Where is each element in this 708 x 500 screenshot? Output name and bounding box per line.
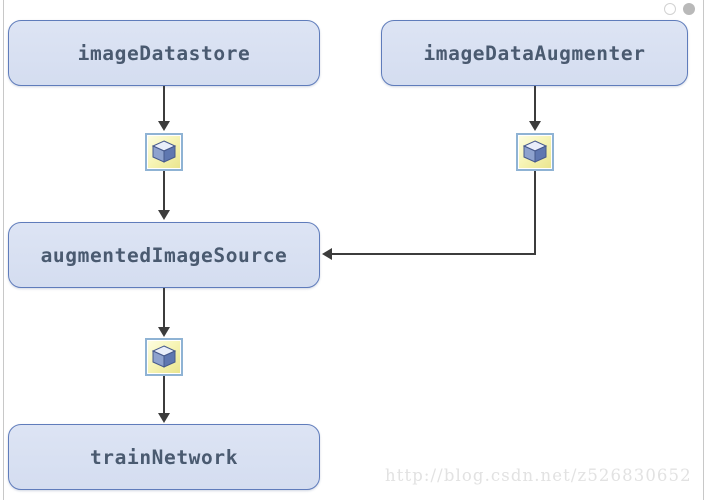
node-label: trainNetwork (89, 445, 239, 469)
arrowhead-down (529, 121, 541, 131)
cube-icon[interactable] (516, 133, 554, 171)
node-label: imageDatastore (77, 41, 251, 65)
arrowhead-left (322, 248, 332, 260)
connector-augmented-source-to-cube3 (162, 288, 166, 328)
watermark: http://blog.csdn.net/z526830652 (385, 466, 692, 485)
arrowhead-down (158, 121, 170, 131)
status-dot-filled[interactable] (683, 3, 695, 15)
arrowhead-down (158, 210, 170, 220)
connector-cube2-elbow-vertical (533, 171, 537, 255)
status-dot-hollow[interactable] (664, 3, 676, 15)
arrowhead-down (158, 413, 170, 423)
connector-augmenter-to-cube2 (533, 86, 537, 122)
status-dots (664, 2, 700, 18)
cube-icon[interactable] (145, 338, 183, 376)
node-label: augmentedImageSource (40, 243, 288, 267)
node-image-data-augmenter[interactable]: imageDataAugmenter (381, 20, 688, 86)
node-label: imageDataAugmenter (423, 41, 646, 65)
connector-datastore-to-cube1 (162, 86, 166, 122)
connector-cube2-elbow-horizontal (332, 252, 536, 256)
node-train-network[interactable]: trainNetwork (8, 424, 320, 490)
cube-glyph (151, 345, 177, 368)
cube-glyph (522, 140, 548, 163)
cube-icon[interactable] (145, 133, 183, 171)
canvas-right-rule (703, 0, 704, 500)
cube-glyph (151, 140, 177, 163)
node-image-datastore[interactable]: imageDatastore (8, 20, 320, 86)
connector-cube1-to-augmented-source (162, 171, 166, 211)
arrowhead-down (158, 327, 170, 337)
connector-cube3-to-train-network (162, 376, 166, 414)
canvas-left-rule (3, 0, 4, 500)
node-augmented-image-source[interactable]: augmentedImageSource (8, 222, 320, 288)
